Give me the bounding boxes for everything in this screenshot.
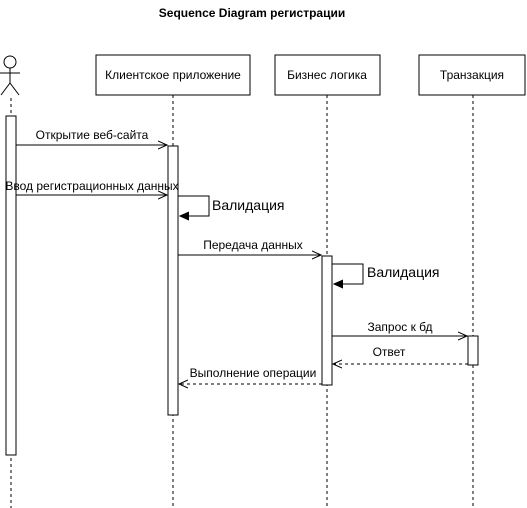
participant-transaction-label: Транзакция bbox=[440, 68, 504, 82]
actor-icon bbox=[0, 55, 20, 96]
participant-business: Бизнес логика bbox=[274, 54, 381, 96]
message-client-validation: Валидация bbox=[178, 195, 285, 216]
message-business-validation: Валидация bbox=[332, 263, 440, 284]
activation-client bbox=[167, 145, 179, 416]
participant-business-label: Бизнес логика bbox=[287, 68, 367, 82]
message-open-website: Открытие веб-сайта bbox=[16, 128, 167, 145]
message-operation-done-label: Выполнение операции bbox=[190, 366, 317, 380]
participant-transaction: Транзакция bbox=[418, 54, 526, 96]
message-open-website-label: Открытие веб-сайта bbox=[36, 128, 149, 142]
activation-actor bbox=[5, 115, 17, 456]
message-operation-done: Выполнение операции bbox=[179, 366, 322, 384]
message-response-label: Ответ bbox=[373, 345, 406, 359]
participant-client-label: Клиентское приложение bbox=[105, 68, 241, 82]
message-response: Ответ bbox=[333, 345, 468, 364]
message-client-validation-label: Валидация bbox=[212, 197, 285, 213]
activation-business bbox=[321, 255, 333, 386]
message-business-validation-label: Валидация bbox=[367, 264, 440, 280]
message-enter-data-label: Ввод регистрационных данных bbox=[5, 179, 178, 193]
message-db-request-label: Запрос к бд bbox=[367, 320, 432, 334]
activation-transaction bbox=[467, 335, 479, 366]
message-transfer-data-label: Передача данных bbox=[203, 238, 303, 252]
diagram-title: Sequence Diagram регистрации bbox=[159, 6, 345, 20]
participant-client: Клиентское приложение bbox=[95, 54, 251, 96]
message-transfer-data: Передача данных bbox=[178, 238, 321, 255]
message-enter-data: Ввод регистрационных данных bbox=[5, 179, 179, 195]
message-db-request: Запрос к бд bbox=[332, 320, 467, 336]
